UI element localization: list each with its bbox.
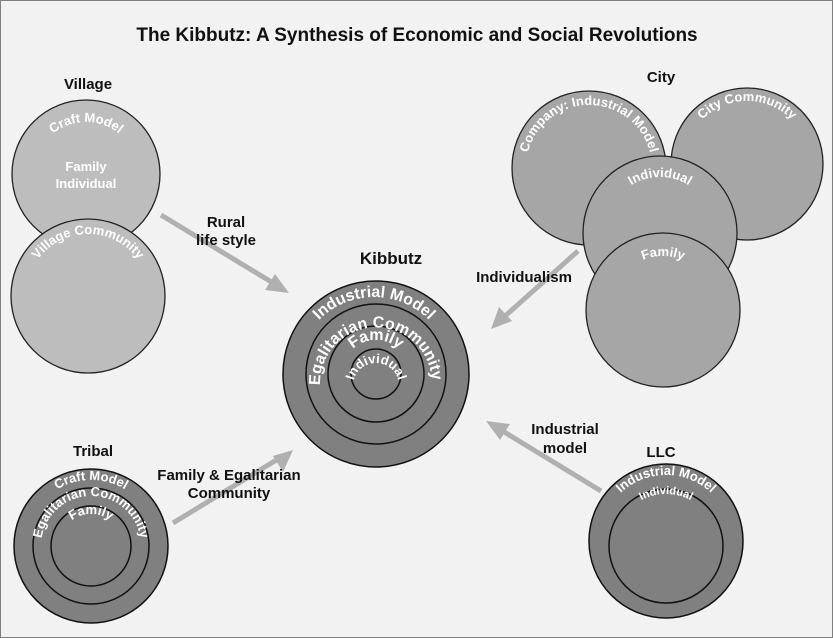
svg-text:Family: Family [66,502,117,523]
kibbutz-label: Kibbutz [360,249,422,268]
village-community-circle [10,218,166,374]
arrow-family-label: Family & Egalitarian [157,467,300,484]
arrow-individualism: Individualism [476,249,580,329]
arrow-family-egalitarian: Family & Egalitarian Community [157,450,301,526]
city-individual-text: Individual [625,165,695,188]
kibbutz-industrial-ring [282,280,470,468]
diagram-title: The Kibbutz: A Synthesis of Economic and… [136,25,697,46]
arrow-rural-label: Rural [207,214,245,231]
tribal-label: Tribal [73,443,113,460]
arrow-industrial-label: model [543,440,587,457]
tribal-family-ring [50,505,132,587]
llc-industrial-ring [588,463,744,619]
kibbutz-family-ring [327,325,425,423]
svg-text:Family: Family [639,244,688,263]
svg-text:Individual: Individual [637,485,694,503]
city-family-circle [585,232,741,388]
village-group: Village Craft Model Family Individual Vi… [10,76,166,374]
tribal-ring-text: Family [66,502,117,523]
tribal-egalitarian-ring [32,487,150,605]
city-label: City [647,69,676,86]
llc-label: LLC [646,444,675,461]
city-group: City Company: Industrial Model City Comm… [511,69,824,388]
arrow-rural-label: life style [196,232,256,249]
llc-ring-text: Individual [637,485,694,503]
arrow-individualism-label: Individualism [476,269,572,286]
svg-text:Individual: Individual [625,165,695,188]
village-family-text: Family [65,159,107,174]
arrow-industrial: Industrial model [486,421,603,494]
llc-group: LLC Industrial Model Individual [588,444,744,619]
village-label: Village [64,76,112,93]
arrow-family-label: Community [188,485,271,502]
city-family-text: Family [639,244,688,263]
village-individual-text: Individual [56,176,117,191]
llc-individual-ring [608,488,724,604]
arrow-industrial-label: Industrial [531,421,599,438]
kibbutz-group: Kibbutz Industrial Model Egalitarian Com… [282,249,470,468]
arrow-rural: Rural life style [159,212,289,293]
kibbutz-egalitarian-ring [305,303,447,445]
tribal-craft-ring [13,468,169,624]
kibbutz-individual-ring [350,348,402,400]
tribal-group: Tribal Craft Model Egalitarian Community… [13,443,169,624]
